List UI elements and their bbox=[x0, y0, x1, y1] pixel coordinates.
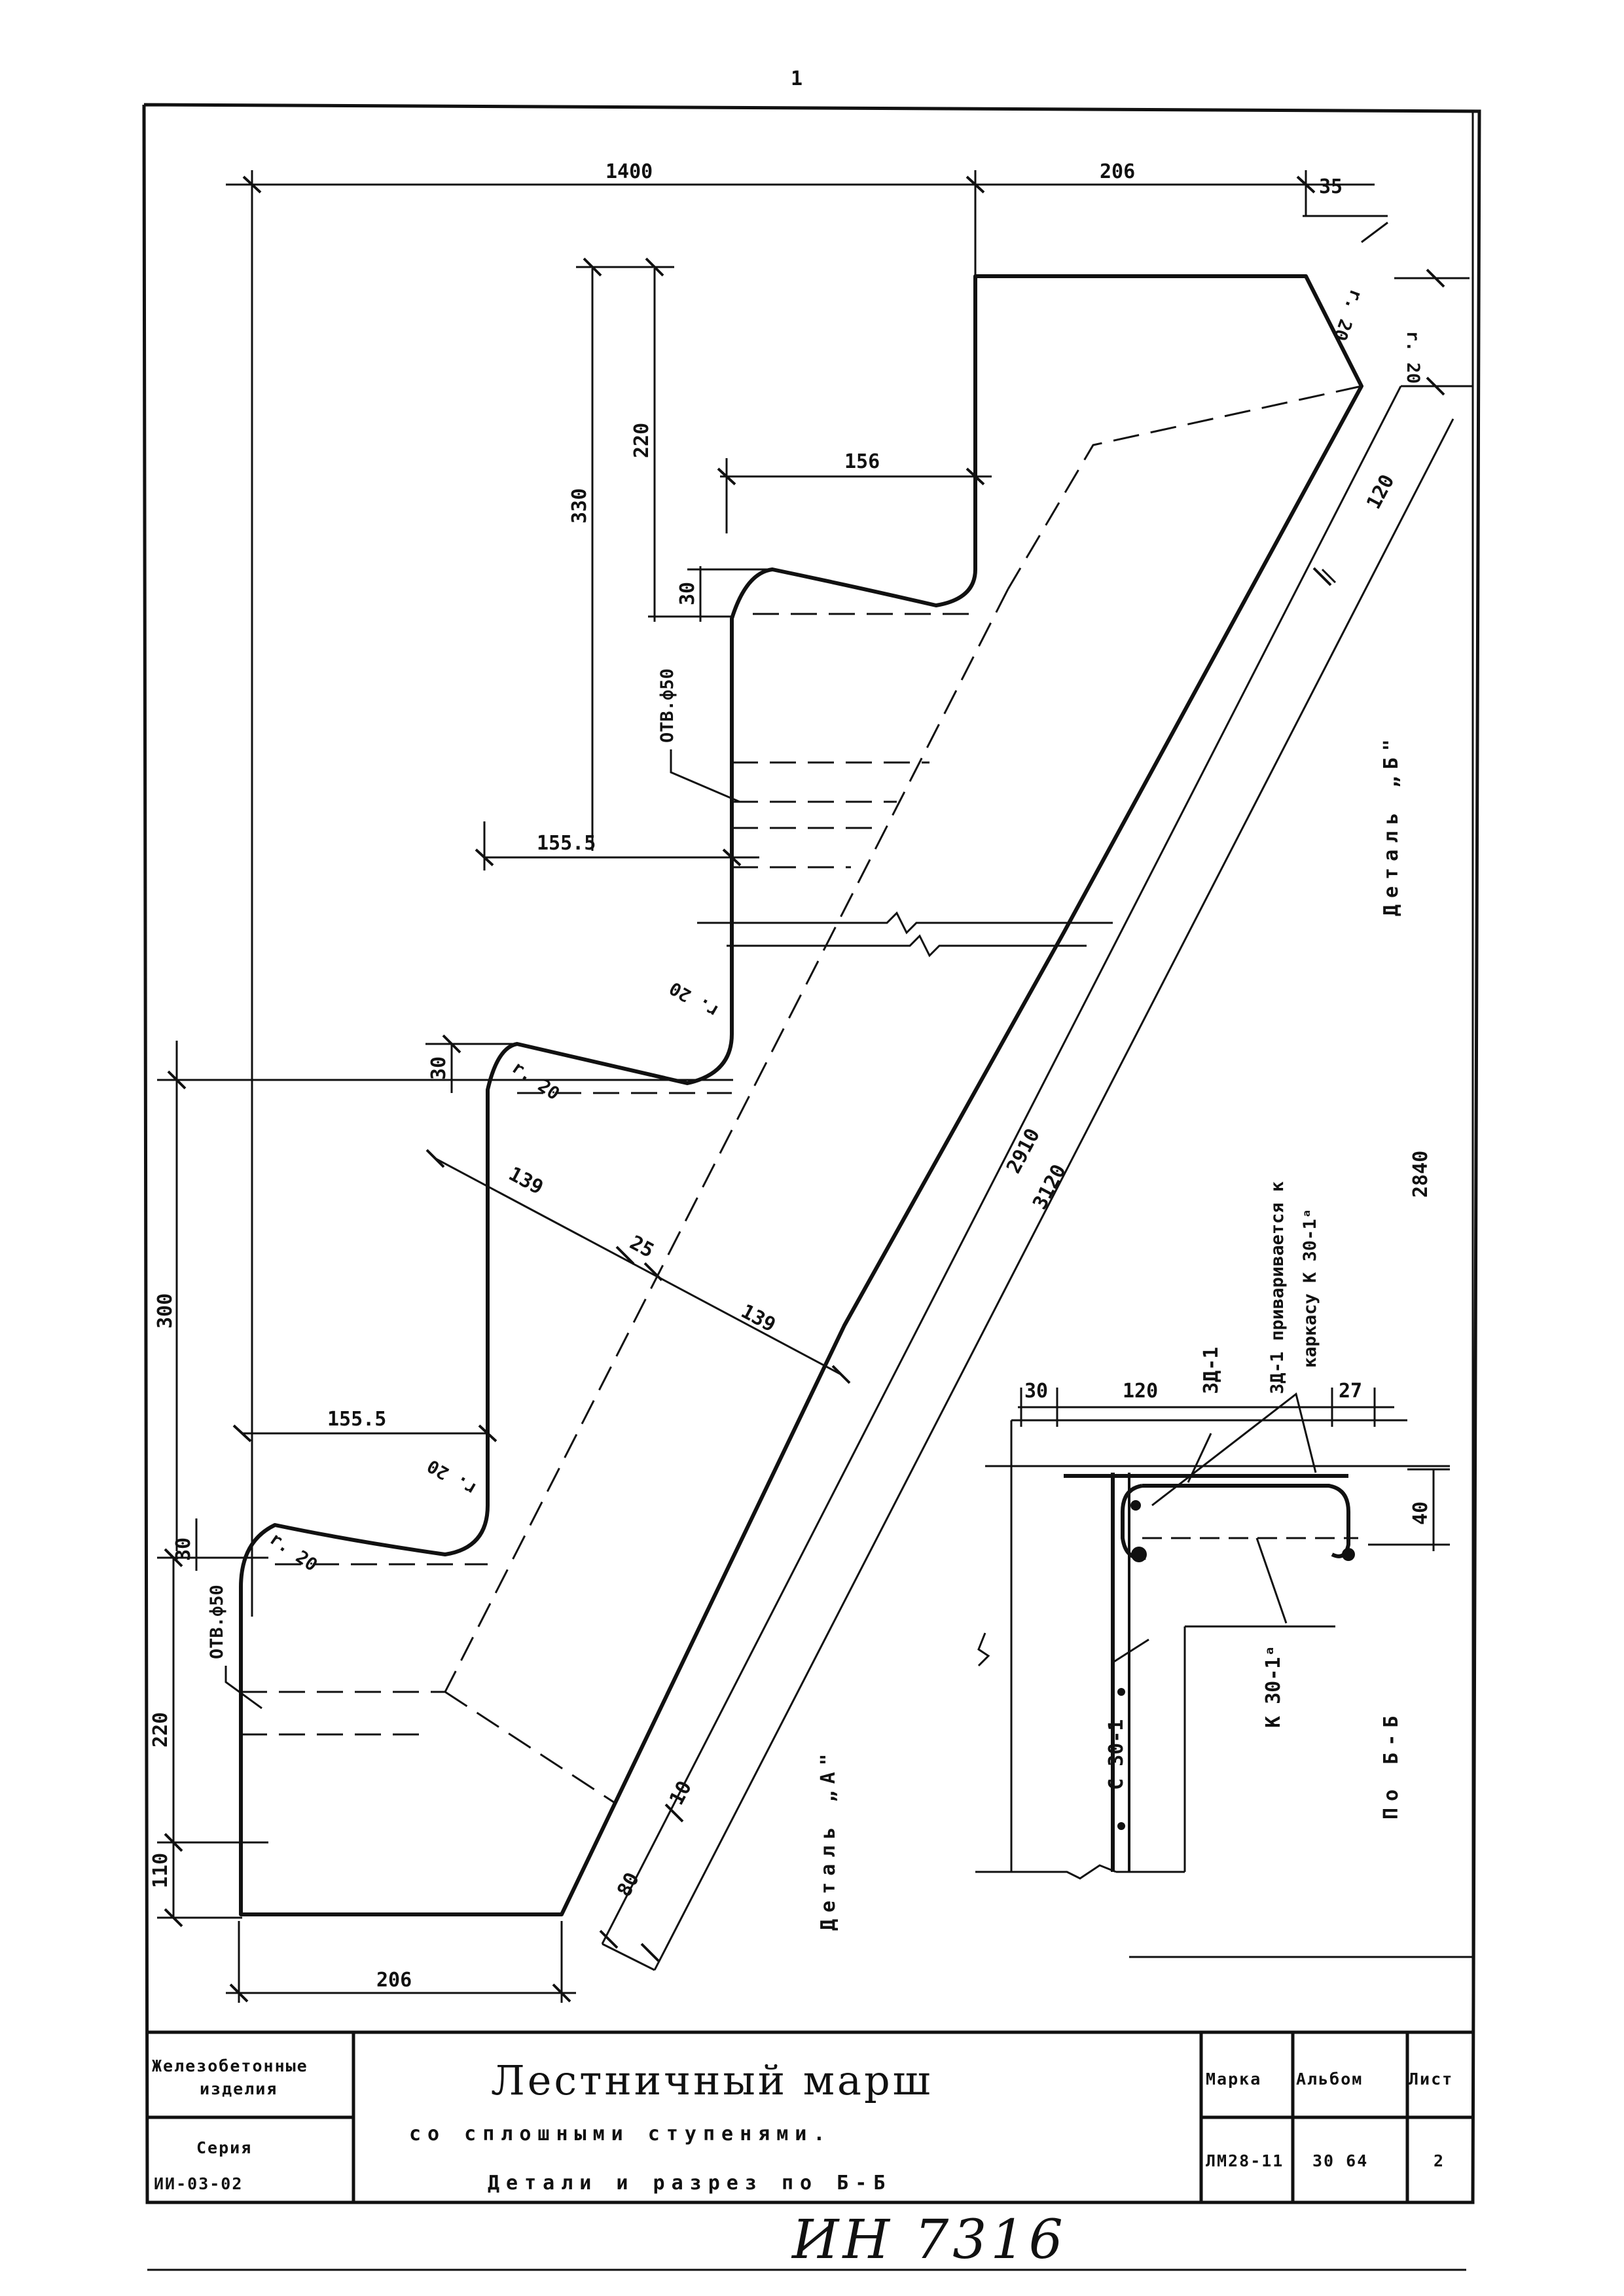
section-details-fills bbox=[1117, 1500, 1355, 1830]
detail-a-label: Деталь „А" bbox=[817, 1747, 840, 1931]
zd1-note-line1: ЗД-1 приваривается к bbox=[1267, 1181, 1288, 1394]
dim-3120: 3120 bbox=[1028, 1161, 1071, 1213]
section-detail bbox=[975, 1388, 1473, 1958]
dim-110: 110 bbox=[149, 1853, 172, 1888]
dim-80: 80 bbox=[613, 1869, 644, 1900]
dim-30-b: 30 bbox=[427, 1056, 450, 1080]
section-dim-27: 27 bbox=[1339, 1380, 1362, 1403]
section-k30-label: К 30-1ᵃ bbox=[1262, 1645, 1285, 1728]
dim-206-top: 206 bbox=[1100, 160, 1135, 183]
hole-leaders bbox=[225, 749, 740, 1710]
dim-220-lower: 220 bbox=[149, 1712, 172, 1748]
dim-330: 330 bbox=[568, 488, 591, 524]
dim-139-a: 139 bbox=[505, 1162, 547, 1199]
dim-300: 300 bbox=[154, 1293, 177, 1329]
dim-2840: 2840 bbox=[1409, 1151, 1432, 1198]
dim-25: 25 bbox=[626, 1231, 657, 1263]
tb-sheet-label: Лист bbox=[1409, 2070, 1453, 2089]
tb-mark-value: ЛМ28-11 bbox=[1206, 2151, 1284, 2170]
tb-subtitle-line2: Детали и разрез по Б-Б bbox=[488, 2172, 892, 2195]
radius-label-5: r. 20 bbox=[266, 1528, 321, 1575]
hole-callout-upper: ОТВ.ф50 bbox=[657, 668, 677, 743]
section-label: По Б-Б bbox=[1380, 1710, 1403, 1820]
dimension-lines bbox=[157, 170, 1473, 2003]
zd1-note-line2: каркасу К 30-1ᵃ bbox=[1300, 1208, 1320, 1368]
dim-155-5-upper: 155.5 bbox=[537, 832, 596, 855]
inventory-number: ИН 7316 bbox=[791, 2209, 1067, 2271]
tb-title: Лестничный марш bbox=[491, 2056, 933, 2104]
radius-label-4: r. 20 bbox=[424, 1455, 480, 1499]
hole-callout-lower: ОТВ.ф50 bbox=[207, 1585, 227, 1659]
detail-b-label: Деталь „Б" bbox=[1380, 732, 1403, 916]
dim-10: 10 bbox=[665, 1777, 696, 1808]
dim-30-a: 30 bbox=[676, 582, 699, 605]
section-c30-label: С 30-1 bbox=[1105, 1719, 1128, 1790]
title-block bbox=[147, 2030, 1473, 2202]
dim-1400: 1400 bbox=[605, 160, 653, 183]
section-zd1-label: ЗД-1 bbox=[1200, 1347, 1223, 1394]
tb-sheet-value: 2 bbox=[1434, 2151, 1445, 2170]
radius-label-6: r. 20 bbox=[1403, 331, 1423, 384]
dimension-ticks bbox=[164, 175, 1445, 2003]
dim-30-c: 30 bbox=[172, 1537, 195, 1561]
tb-album-value: 30 64 bbox=[1312, 2151, 1368, 2170]
slab-offset-lines bbox=[601, 386, 1454, 1971]
tb-mark-label: Марка bbox=[1206, 2070, 1261, 2089]
stair-profile bbox=[239, 274, 1363, 1916]
radius-label-1: r. 20 bbox=[1329, 287, 1367, 344]
tb-org-line2: изделия bbox=[200, 2079, 278, 2098]
tb-org-line1: Железобетонные bbox=[152, 2056, 308, 2075]
sheet-frame bbox=[142, 103, 1481, 2204]
section-dim-30: 30 bbox=[1024, 1380, 1048, 1403]
dim-220-upper: 220 bbox=[630, 423, 653, 458]
tb-series-value: ИИ-03-02 bbox=[154, 2174, 243, 2193]
dim-120: 120 bbox=[1362, 471, 1399, 512]
dim-155-5-lower: 155.5 bbox=[327, 1408, 386, 1431]
radius-label-2: r. 20 bbox=[666, 977, 723, 1021]
section-dim-120: 120 bbox=[1123, 1380, 1158, 1403]
tb-series-label: Серия bbox=[196, 2138, 252, 2157]
tb-subtitle-line1: со сплошными ступенями. bbox=[409, 2123, 831, 2145]
dim-35: 35 bbox=[1319, 175, 1343, 198]
hidden-lines bbox=[241, 385, 1362, 1804]
dim-206-bottom: 206 bbox=[376, 1969, 412, 1992]
tb-album-label: Альбом bbox=[1296, 2070, 1363, 2089]
break-line bbox=[697, 911, 1113, 958]
dim-139-b: 139 bbox=[737, 1300, 779, 1336]
section-dim-40: 40 bbox=[1409, 1501, 1432, 1525]
dim-156: 156 bbox=[844, 450, 880, 473]
top-mark: 1 bbox=[791, 67, 803, 90]
